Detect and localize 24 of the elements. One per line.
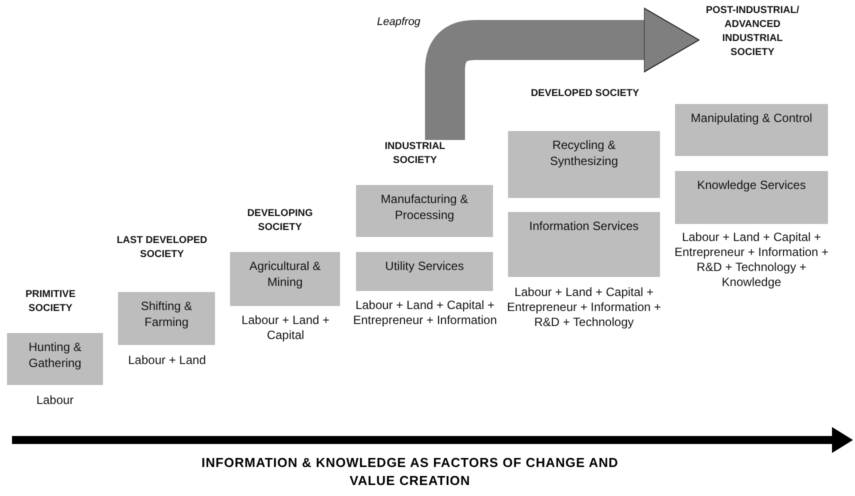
activity-box: Hunting & Gathering (7, 333, 103, 385)
factor-text: Labour + Land + Capital (240, 313, 331, 343)
stage-heading: DEVELOPING SOCIETY (230, 207, 330, 239)
activity-box: Shifting & Farming (118, 292, 215, 345)
factor-text: Labour + Land (127, 353, 207, 368)
stage-heading: INDUSTRIAL SOCIETY (370, 140, 460, 172)
stage-heading: PRIMITIVE SOCIETY (8, 288, 93, 320)
stage-heading: DEVELOPED SOCIETY (530, 87, 640, 119)
activity-box: Agricultural & Mining (230, 252, 340, 306)
edge-label: Leapfrog (375, 16, 422, 28)
activity-box: Knowledge Services (675, 171, 828, 224)
activity-box: Utility Services (356, 252, 493, 291)
activity-box: Manipulating & Control (675, 104, 828, 156)
activity-box: Manufacturing & Processing (356, 185, 493, 237)
leapfrog-arrow (425, 8, 700, 140)
activity-box: Recycling & Synthesizing (508, 131, 660, 198)
stage-heading: LAST DEVELOPED SOCIETY (112, 234, 212, 280)
factor-text: Labour + Land + Capital + Entrepreneur + Information + R&D + Technology + Knowledge (673, 230, 830, 290)
factor-text: Labour + Land + Capital + Entrepreneur + Information + R&D + Technology (506, 285, 662, 330)
factor-text: Labour + Land + Capital + Entrepreneur + Information (352, 298, 498, 328)
caption: INFORMATION & KNOWLEDGE AS FACTORS OF CHANGE AND VALUE CREATION (200, 454, 620, 490)
activity-box: Information Services (508, 212, 660, 277)
stage-heading: POST-INDUSTRIAL/ ADVANCED INDUSTRIAL SOCIETY (700, 4, 805, 80)
factor-text: Labour (35, 393, 75, 408)
